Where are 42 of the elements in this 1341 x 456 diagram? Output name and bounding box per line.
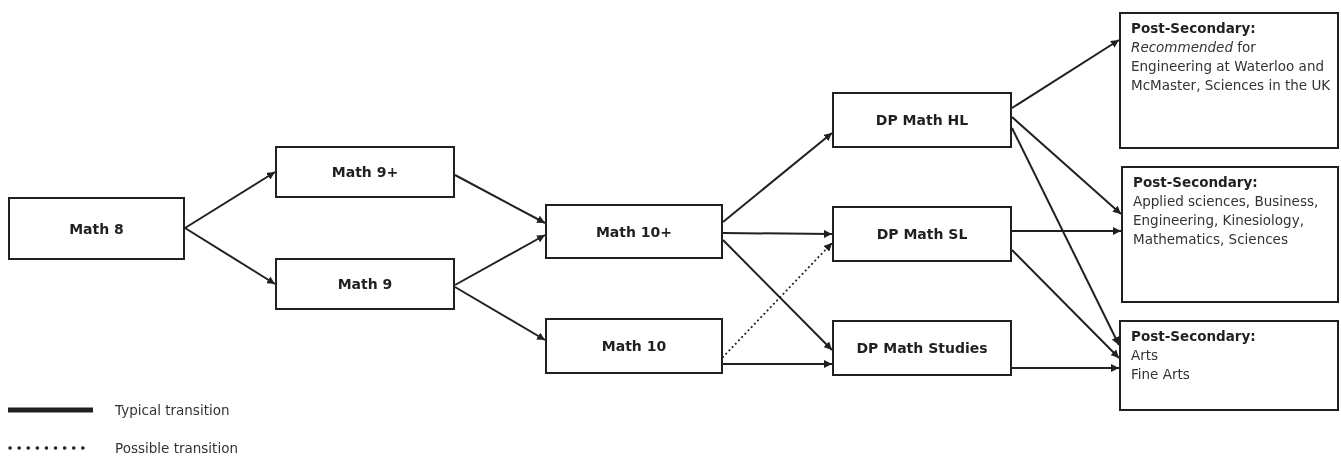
arrow [722,360,833,368]
course-box [8,197,185,260]
arrow [722,132,833,223]
course-box [832,320,1012,376]
legend-label: Possible transition [115,440,238,456]
box-label: DP Math SL [876,226,968,242]
course-box [275,258,455,310]
arrow [1011,227,1122,235]
box-label: Math 9+ [331,164,399,180]
arrow [184,227,276,285]
box-label: DP Math Studies [856,340,988,356]
box-heading: Post-Secondary: [1131,327,1257,346]
course-box [545,204,723,259]
box-label: Math 8 [69,220,124,237]
course-box [832,206,1012,262]
box-heading: Post-Secondary: [1133,173,1259,192]
destination-box [1121,166,1339,303]
box-label: Math 10+ [595,223,673,240]
arrow [454,286,546,341]
destination-box [1119,12,1339,149]
arrow [1011,249,1120,359]
box-label: Math 10 [601,338,667,354]
box-heading: Post-Secondary: [1131,19,1257,38]
box-text: Arts [1131,346,1160,365]
destination-box [1119,320,1339,411]
legend-label: Typical transition [115,402,230,418]
course-box [545,318,723,374]
box-text: Applied sciences, Business, Engineering, Kinesiology, Mathematics, Sciences [1133,192,1320,249]
arrow [1011,364,1120,372]
box-label: Math 9 [337,276,393,292]
course-box [275,146,455,198]
box-label: DP Math HL [875,112,969,128]
arrow [1011,39,1120,109]
box-text: Recommended for Engineering at Waterloo and McMaster, Sciences in the UK [1131,38,1331,95]
arrow [454,234,546,286]
arrow [722,229,833,238]
arrow [184,171,276,229]
arrow [1011,127,1120,346]
arrow [1011,116,1122,215]
course-box [832,92,1012,148]
arrow [454,174,546,224]
box-text: Fine Arts [1131,365,1191,384]
